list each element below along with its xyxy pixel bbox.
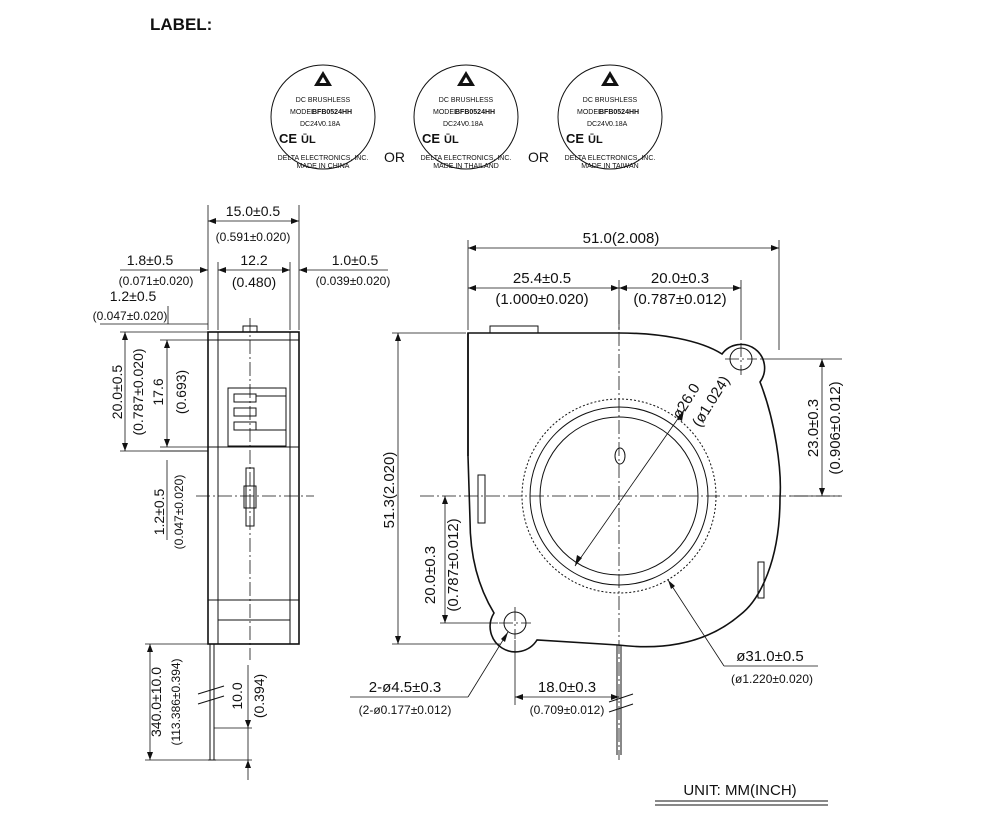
dim-impeller-dia: ø31.0±0.5 (736, 648, 803, 665)
dim-width-total: 15.0±0.5 (226, 203, 281, 219)
label-origin: MADE IN THAILAND (433, 163, 499, 170)
label-rating1: DC24V (300, 121, 323, 128)
ul-mark-icon: ŪL (588, 134, 603, 146)
dim-width-total-inch: (0.591±0.020) (216, 230, 291, 244)
dim-left-offset-inch: (0.071±0.020) (119, 274, 194, 288)
label-maker: DELTA ELECTRONICS, INC. (421, 155, 512, 162)
dim-strip-length: 10.0 (229, 682, 245, 709)
label-line1: DC BRUSHLESS (439, 97, 494, 104)
dim-right-height-inch: (0.906±0.012) (827, 381, 844, 474)
dim-outlet-height-inch: (0.787±0.020) (130, 348, 146, 435)
label-maker: DELTA ELECTRONICS, INC. (278, 155, 369, 162)
unit-note: UNIT: MM(INCH) (683, 782, 796, 799)
label-line1: DC BRUSHLESS (296, 97, 351, 104)
label-origin: MADE IN TAIWAN (581, 163, 638, 170)
label-origin: MADE IN CHINA (297, 163, 350, 170)
dim-bottom: 18.0±0.3 (538, 679, 596, 696)
or-text-1: OR (384, 149, 405, 165)
dim-lower-offset: 1.2±0.5 (151, 488, 167, 535)
label-model-key: MODEL (433, 109, 458, 116)
dim-impeller-dia-inch: (ø1.220±0.020) (731, 672, 813, 686)
label-model: BFB0524HH (455, 109, 495, 116)
dim-body-width: 12.2 (240, 252, 267, 268)
dim-lead-length: 340.0±10.0 (148, 667, 164, 737)
dim-strip-length-inch: (0.394) (251, 674, 267, 718)
ce-mark-icon: CE (422, 131, 440, 146)
dim-hole-dia: 2-ø4.5±0.3 (369, 679, 441, 696)
dim-right-offset-inch: (0.039±0.020) (316, 274, 391, 288)
label-sticker-2: DC BRUSHLESS MODEL BFB0524HH DC24V 0.18A… (413, 64, 519, 170)
dim-a: 25.4±0.5 (513, 270, 571, 287)
label-rating2: 0.18A (465, 121, 484, 128)
dim-lower-offset-inch: (0.047±0.020) (172, 475, 186, 550)
dim-hole-dia-inch: (2-ø0.177±0.012) (359, 703, 452, 717)
side-view: 15.0±0.5 (0.591±0.020) 12.2 (0.480) 1.8±… (93, 203, 391, 780)
dim-right-height: 23.0±0.3 (805, 399, 822, 457)
label-rating2: 0.18A (609, 121, 628, 128)
dim-inner-height-inch: (0.693) (173, 370, 189, 414)
dim-b-inch: (0.787±0.012) (633, 291, 726, 308)
dim-a-inch: (1.000±0.020) (495, 291, 588, 308)
label-rating1: DC24V (587, 121, 610, 128)
front-housing-outline (467, 332, 782, 653)
dim-left-offset: 1.8±0.5 (127, 252, 174, 268)
dim-top-offset: 1.2±0.5 (110, 288, 157, 304)
delta-logo-icon (601, 71, 619, 86)
label-title: LABEL: (150, 15, 212, 34)
label-rating1: DC24V (443, 121, 466, 128)
side-connector (227, 387, 287, 447)
dim-overall-height: 51.3(2.020) (381, 452, 398, 529)
label-rating2: 0.18A (322, 121, 341, 128)
dim-inner-height: 17.6 (150, 378, 166, 405)
dim-left-height: 20.0±0.3 (422, 546, 439, 604)
dim-right-offset: 1.0±0.5 (332, 252, 379, 268)
ul-mark-icon: ŪL (301, 134, 316, 146)
label-sticker-3: DC BRUSHLESS MODEL BFB0524HH DC24V 0.18A… (557, 64, 663, 170)
dim-left-height-inch: (0.787±0.012) (445, 518, 462, 611)
label-model: BFB0524HH (599, 109, 639, 116)
dim-outlet-height: 20.0±0.5 (109, 365, 125, 420)
delta-logo-icon (457, 71, 475, 86)
ce-mark-icon: CE (566, 131, 584, 146)
label-model-key: MODEL (290, 109, 315, 116)
dim-lead-length-inch: (113.386±0.394) (169, 658, 183, 745)
dim-b: 20.0±0.3 (651, 270, 709, 287)
dim-top-offset-inch: (0.047±0.020) (93, 309, 168, 323)
label-line1: DC BRUSHLESS (583, 97, 638, 104)
ul-mark-icon: ŪL (444, 134, 459, 146)
label-sticker-1: DC BRUSHLESS MODEL BFB0524HH DC24V 0.18A… (270, 64, 376, 170)
label-model-key: MODEL (577, 109, 602, 116)
ce-mark-icon: CE (279, 131, 297, 146)
label-model: BFB0524HH (312, 109, 352, 116)
dim-bottom-inch: (0.709±0.012) (530, 703, 605, 717)
or-text-2: OR (528, 149, 549, 165)
dim-overall-width: 51.0(2.008) (583, 230, 660, 247)
label-maker: DELTA ELECTRONICS, INC. (565, 155, 656, 162)
front-view: 51.0(2.008) 25.4±0.5 (1.000±0.020) 20.0±… (350, 230, 844, 760)
delta-logo-icon (314, 71, 332, 86)
dim-body-width-inch: (0.480) (232, 274, 276, 290)
